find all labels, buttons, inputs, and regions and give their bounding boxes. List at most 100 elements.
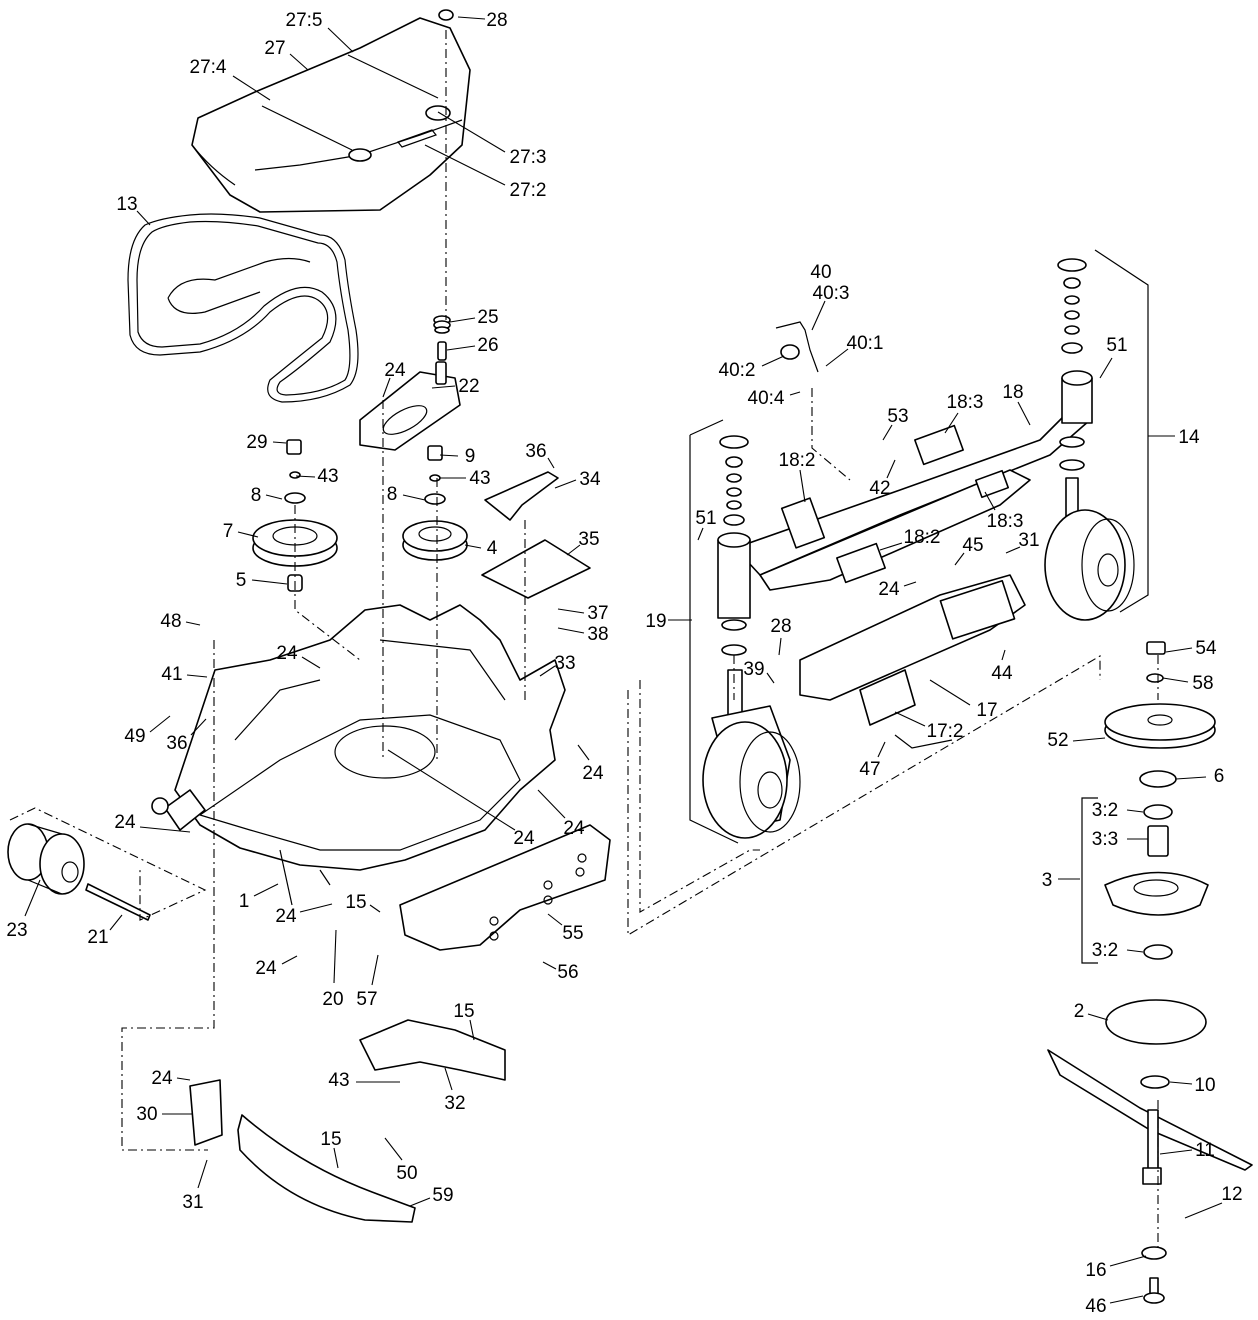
leader-line-c35 — [566, 544, 581, 556]
callout-label-c16: 16 — [1085, 1260, 1106, 1281]
leader-line-c17 — [929, 679, 971, 706]
callout-label-c8a: 8 — [251, 485, 262, 506]
callout-label-c10: 10 — [1194, 1075, 1215, 1096]
callout-label-c9: 9 — [465, 446, 476, 467]
callout-label-c24j: 24 — [878, 579, 900, 600]
callout-label-c18_2b: 18:2 — [904, 527, 941, 548]
callout-label-c29: 29 — [246, 432, 267, 453]
leader-line-c1 — [253, 883, 279, 897]
bolt-46 — [1143, 1277, 1165, 1304]
leader-line-c22 — [431, 385, 456, 389]
callout-label-c12: 12 — [1221, 1184, 1242, 1205]
callout-label-c46: 46 — [1085, 1296, 1106, 1317]
callout-label-c30: 30 — [136, 1104, 157, 1125]
blade-12 — [1047, 1049, 1253, 1171]
callout-label-c58: 58 — [1192, 673, 1213, 694]
leader-line-c40_3 — [811, 300, 826, 331]
leader-line-c51b — [697, 527, 704, 541]
callout-label-c47: 47 — [859, 759, 880, 780]
leader-line-c57 — [371, 954, 379, 986]
callout-label-c42: 42 — [869, 478, 890, 499]
caster-arm-18 — [734, 399, 1091, 591]
leader-line-c56 — [542, 961, 557, 970]
group-bracket-19 — [689, 419, 739, 844]
spindle-housing-3 — [1104, 804, 1209, 960]
callout-label-c27: 27 — [264, 38, 285, 59]
leader-line-c51a — [1099, 357, 1113, 379]
leader-line-c55 — [547, 913, 563, 926]
callout-label-c40: 40 — [810, 262, 831, 283]
leader-line-c54 — [1165, 647, 1193, 653]
leader-line-c10 — [1169, 1081, 1193, 1085]
callout-label-c38: 38 — [587, 624, 608, 645]
callout-label-c15c: 15 — [320, 1129, 341, 1150]
leader-line-c18_2a — [799, 469, 806, 503]
callout-label-c24e: 24 — [513, 828, 535, 849]
leader-line-c50 — [384, 1137, 403, 1161]
leader-line-c15a — [369, 904, 381, 913]
callout-label-c36b: 36 — [166, 733, 187, 754]
leader-line-c6 — [1175, 776, 1207, 780]
leader-line-c2 — [1087, 1013, 1109, 1021]
leader-line-c4 — [464, 544, 482, 549]
leader-line-c27 — [289, 53, 309, 71]
callout-label-c3_2a: 3:2 — [1092, 800, 1118, 821]
callout-label-c40_4: 40:4 — [748, 388, 785, 409]
callout-label-c37: 37 — [587, 603, 608, 624]
callout-label-c49: 49 — [124, 726, 145, 747]
caster-housing-left — [717, 435, 751, 656]
callout-label-c43a: 43 — [317, 466, 338, 487]
leader-line-c24c — [577, 744, 590, 761]
callout-label-c35: 35 — [578, 529, 599, 550]
callout-label-c23: 23 — [6, 920, 27, 941]
spring-25 — [433, 315, 451, 361]
leader-line-c17_2 — [894, 711, 926, 727]
callout-label-c41: 41 — [161, 664, 182, 685]
leader-line-c20 — [333, 929, 337, 984]
leader-line-c32 — [444, 1067, 453, 1091]
callout-label-c8b: 8 — [387, 484, 398, 505]
leader-line-c43a — [295, 475, 316, 478]
leader-line-c58 — [1162, 677, 1189, 683]
callout-label-c40_1: 40:1 — [847, 333, 884, 354]
callout-label-c7: 7 — [223, 521, 234, 542]
callout-label-c6: 6 — [1214, 766, 1225, 787]
callout-label-c54: 54 — [1195, 638, 1217, 659]
leader-line-c3_2a — [1126, 809, 1144, 813]
leader-line-c27_3 — [437, 111, 506, 153]
leader-line-c18_3a — [944, 412, 959, 434]
leader-line-c45 — [954, 552, 965, 566]
callout-label-c3_2b: 3:2 — [1092, 940, 1118, 961]
callout-label-c18_3b: 18:3 — [987, 511, 1024, 532]
callout-label-c27_2: 27:2 — [510, 180, 547, 201]
leader-line-c18_2b — [879, 542, 903, 551]
leader-line-c16 — [1109, 1255, 1147, 1267]
callout-label-c25: 25 — [477, 307, 498, 328]
leader-line-c47 — [877, 741, 886, 758]
callout-label-c11: 11 — [1195, 1140, 1215, 1161]
leader-line-c39 — [766, 672, 775, 684]
callout-label-c24a: 24 — [384, 360, 406, 381]
leader-line-c12 — [1184, 1202, 1223, 1219]
leader-line-c8b — [402, 494, 426, 501]
pin-40 — [775, 321, 819, 373]
washer-16 — [1141, 1246, 1167, 1260]
leader-line-c18 — [1017, 401, 1031, 426]
leader-line-c59 — [409, 1197, 431, 1207]
callout-label-c24f: 24 — [114, 812, 136, 833]
pulley-52 — [1104, 703, 1216, 749]
callout-label-c24h: 24 — [255, 958, 277, 979]
leader-line-c13 — [136, 210, 151, 226]
leader-line-c24a — [382, 377, 391, 398]
idler-bracket-22 — [359, 361, 461, 451]
roller-23 — [7, 823, 85, 895]
callout-label-c13: 13 — [116, 194, 137, 215]
leader-line-c24g — [299, 903, 333, 913]
leader-line-c15c — [333, 1147, 339, 1169]
callout-label-c3: 3 — [1042, 870, 1053, 891]
leader-line-c27_2 — [424, 144, 506, 186]
pulley-4 — [402, 445, 468, 561]
callout-label-c56: 56 — [557, 962, 578, 983]
leader-line-c11 — [1159, 1149, 1193, 1155]
